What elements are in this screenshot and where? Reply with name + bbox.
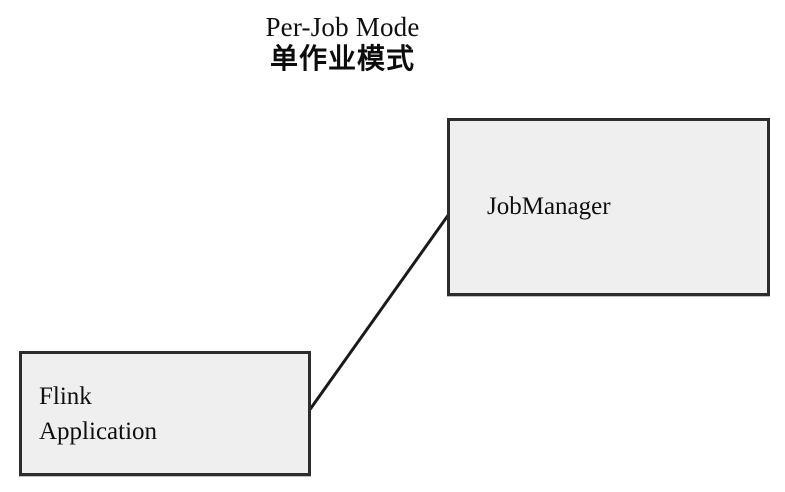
node-jobmanager-label: JobManager <box>487 193 611 220</box>
node-jobmanager[interactable]: JobManager <box>447 118 770 296</box>
connector-flink-to-jobmanager <box>308 211 452 411</box>
node-flink-application[interactable]: Flink Application <box>19 351 311 476</box>
node-flink-application-label-line2: Application <box>39 417 158 445</box>
node-flink-application-label-line1: Flink <box>39 382 92 410</box>
